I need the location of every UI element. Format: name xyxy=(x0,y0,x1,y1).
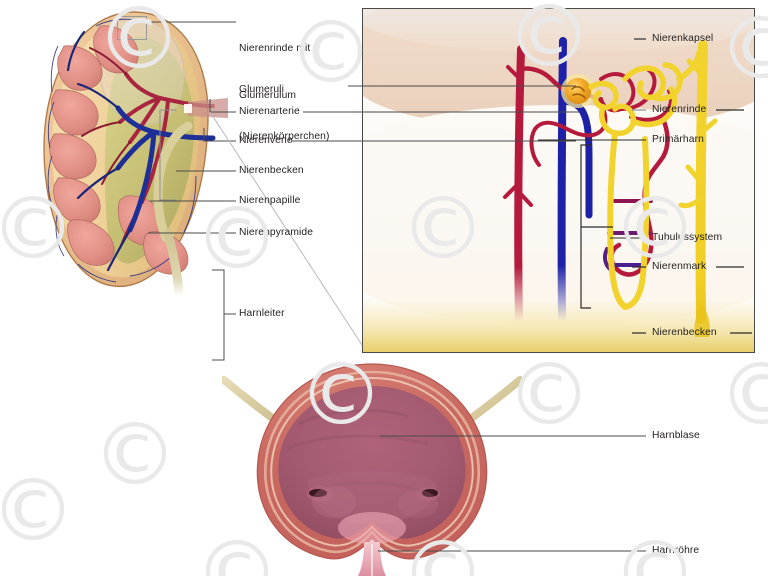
label-nierenrinde: Nierenrinde xyxy=(652,104,707,115)
label-harnleiter: Harnleiter xyxy=(239,308,285,319)
bladder-neck xyxy=(338,512,406,544)
interlobular-vein xyxy=(557,37,567,325)
watermark-copyright-icon: © xyxy=(718,345,768,445)
label-nierenvene: Nierenvene xyxy=(239,135,293,146)
connecting-tubule xyxy=(630,86,678,128)
duct-papillary-opening xyxy=(694,305,710,337)
proximal-tubule-loop-1 xyxy=(588,80,619,111)
ureter-upper xyxy=(163,229,184,296)
renal-vein-branches xyxy=(115,105,216,233)
label-primaerharn: Primärharn xyxy=(652,134,704,145)
proximal-tubule-loop-2 xyxy=(599,103,637,137)
label-nierenpapille: Nierenpapille xyxy=(239,195,301,206)
nephron-inset-panel xyxy=(362,8,755,353)
label-nierenkapsel: Nierenkapsel xyxy=(652,33,714,44)
label-tubulussystem: Tubulussystem xyxy=(652,232,723,243)
label-nierenpyramide: Nierenpyramide xyxy=(239,227,314,238)
bladder-trigone xyxy=(307,471,437,524)
henle-descending-limb xyxy=(607,130,628,310)
watermark-copyright-icon: © xyxy=(92,405,178,505)
distal-tubule-loop-2 xyxy=(650,62,683,102)
label-nierenarterie: Nierenarterie xyxy=(239,106,300,117)
label-nierenbecken: Nierenbecken xyxy=(239,165,304,176)
kidney-zoom-region-box xyxy=(117,16,147,40)
tubule-to-collecting-duct xyxy=(676,50,702,82)
label-nierenmark: Nierenmark xyxy=(652,261,707,272)
urinary-bladder-illustration xyxy=(222,363,522,576)
distal-tubule-loop-1 xyxy=(622,65,666,101)
label-nierenrinde-mit-glumeruli: Nierenrinde mit Glumeruli xyxy=(239,15,310,123)
tubulussystem-bracket-svg xyxy=(580,144,613,309)
label-harnroehre: Harnröhre xyxy=(652,545,700,556)
ureteric-orifice-left xyxy=(309,489,327,497)
label-line-1: Glumerulum xyxy=(239,90,297,101)
inset-capsule-band xyxy=(363,9,754,51)
henle-ascending-limb xyxy=(622,136,650,310)
ureteric-orifice-right xyxy=(422,489,438,497)
peritubular-capillary-2 xyxy=(619,67,657,111)
nephron-diagram xyxy=(503,37,718,337)
watermark-copyright-icon: © xyxy=(0,461,76,561)
label-harnblase: Harnblase xyxy=(652,430,700,441)
label-nierenbecken-inset: Nierenbecken xyxy=(652,327,717,338)
hilum-marker xyxy=(184,104,192,113)
label-line-1: Nierenrinde mit xyxy=(239,43,311,54)
kidney-cross-section-illustration xyxy=(43,11,228,296)
label-line-2: Glumeruli xyxy=(239,83,284,95)
